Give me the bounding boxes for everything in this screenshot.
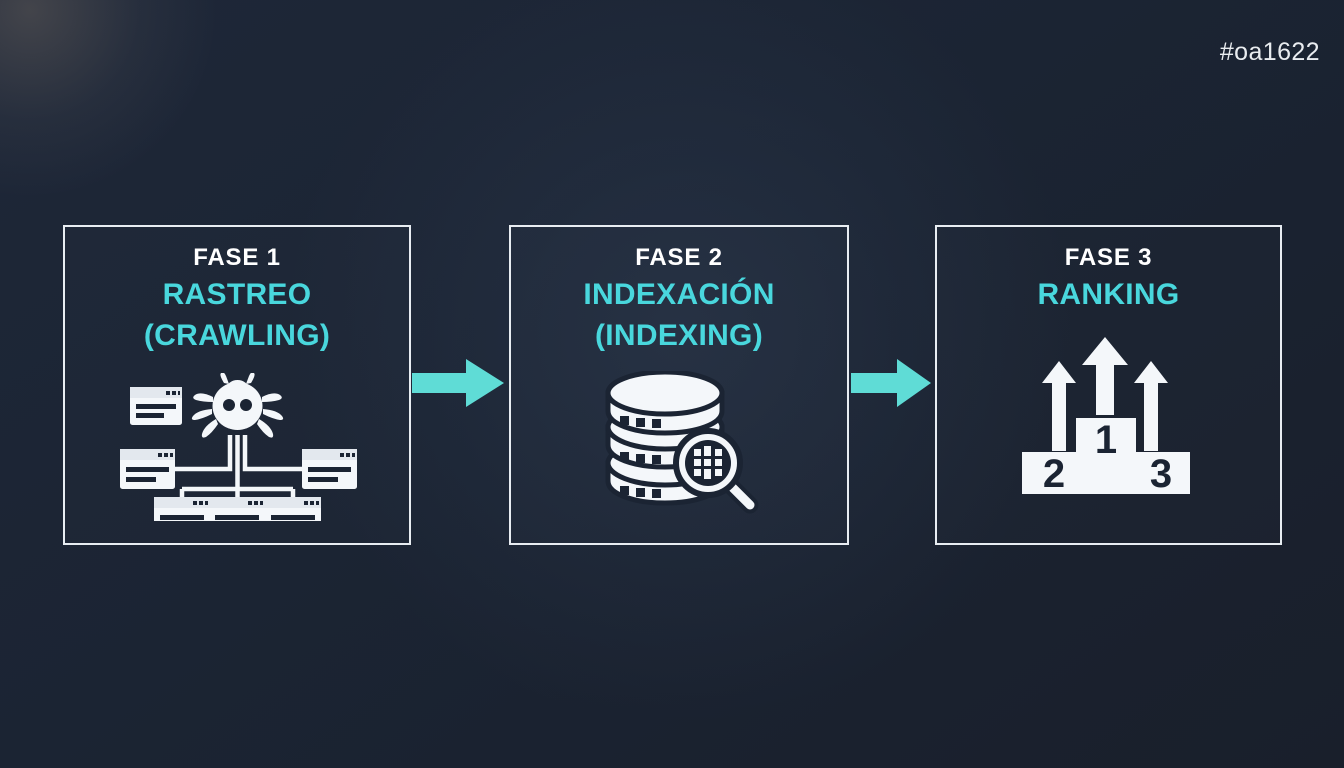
phase-1-title-line2: (CRAWLING) <box>143 318 331 352</box>
podium-ranking-icon: 1 2 3 <box>1021 337 1190 496</box>
phase-2-label: FASE 2 <box>635 244 723 271</box>
phase-3-title: RANKING <box>1031 275 1185 316</box>
spider-crawler-sitemap-icon <box>120 372 357 521</box>
phase-2-title-line1: INDEXACIÓN <box>583 278 775 312</box>
phase-1-title-line1: RASTREO <box>162 278 312 312</box>
podium-rank-1: 1 <box>1094 418 1116 462</box>
podium-rank-3: 3 <box>1149 452 1171 496</box>
phase-3-icon-slot: 1 2 3 <box>937 316 1280 543</box>
watermark-tag: #oa1622 <box>1219 38 1320 66</box>
phase-2-icon-slot <box>511 356 847 543</box>
phase-1-label: FASE 1 <box>193 244 281 271</box>
arrow-phase2-to-phase3 <box>851 359 931 407</box>
phase-card-2: FASE 2 INDEXACIÓN (INDEXING) <box>509 225 849 545</box>
phase-card-3: FASE 3 RANKING 1 2 <box>935 225 1282 545</box>
phase-2-title: INDEXACIÓN (INDEXING) <box>577 275 780 356</box>
database-search-icon <box>605 370 759 514</box>
arrow-phase1-to-phase2 <box>412 359 504 407</box>
phase-3-title-line1: RANKING <box>1037 278 1180 312</box>
phase-1-icon-slot <box>65 356 409 543</box>
phase-3-label: FASE 3 <box>1064 244 1153 271</box>
phase-card-1: FASE 1 RASTREO (CRAWLING) <box>63 225 411 545</box>
phase-1-title: RASTREO (CRAWLING) <box>138 275 336 356</box>
phase-2-title-line2: (INDEXING) <box>594 318 763 352</box>
podium-rank-2: 2 <box>1042 452 1064 496</box>
